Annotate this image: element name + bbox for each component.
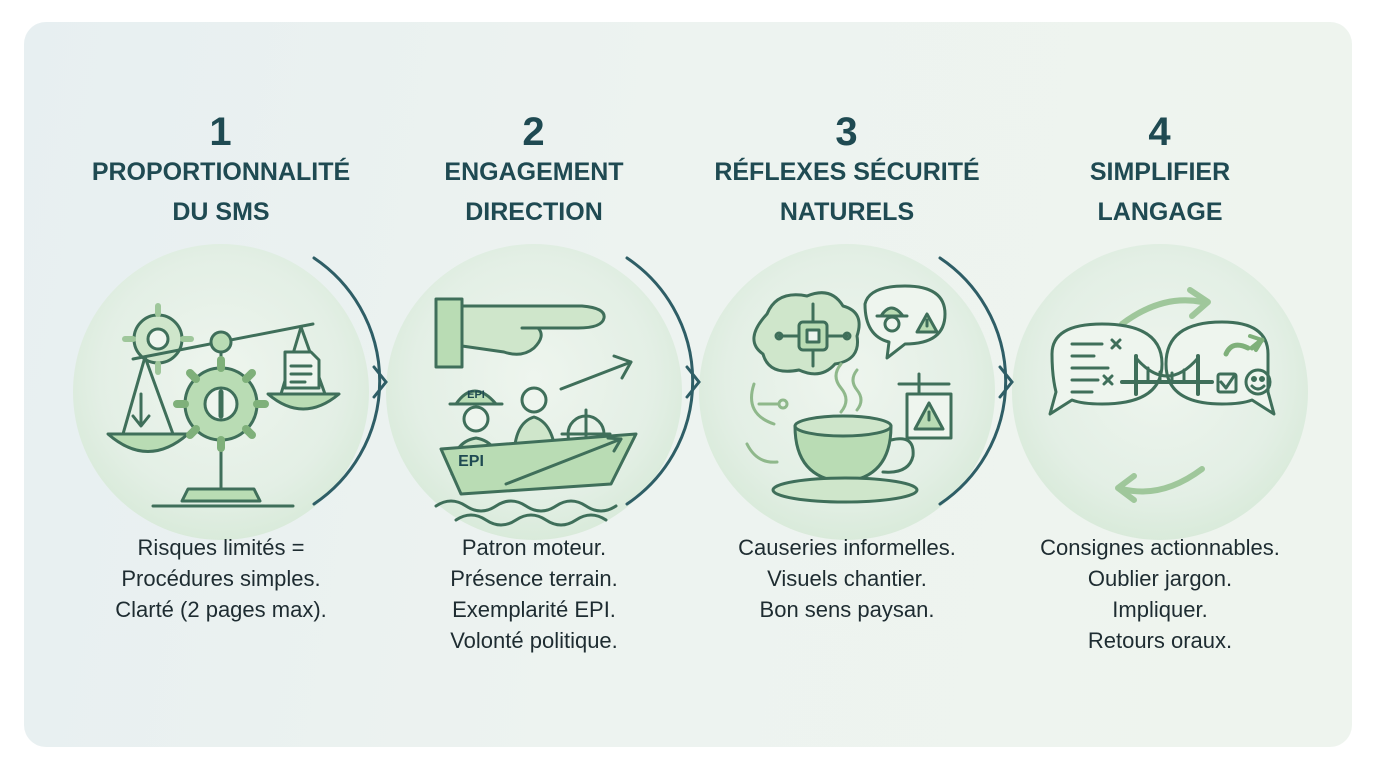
step-description: Causeries informelles. Visuels chantier.… xyxy=(672,532,1022,625)
description-line: Volonté politique. xyxy=(450,628,618,653)
step-title-line: DU SMS xyxy=(172,198,270,226)
boat-label: EPI xyxy=(458,453,484,470)
step-3: 3 RÉFLEXES SÉCURITÉ NATURELS xyxy=(682,22,1012,747)
helmet-label: EPI xyxy=(467,389,485,401)
step-number: 4 xyxy=(1148,110,1172,154)
description-line: Bon sens paysan. xyxy=(759,597,935,622)
step-title-line: DIRECTION xyxy=(465,198,603,226)
description-line: Risques limités = xyxy=(137,535,305,560)
description-line: Clarté (2 pages max). xyxy=(115,597,327,622)
step-icon-circle xyxy=(73,244,369,540)
step-title-line: PROPORTIONNALITÉ xyxy=(91,158,351,186)
step-title: SIMPLIFIER LANGAGE xyxy=(995,152,1325,232)
description-line: Patron moteur. xyxy=(461,535,607,560)
step-number: 3 xyxy=(835,110,859,154)
step-description: Patron moteur. Présence terrain. Exempla… xyxy=(359,532,709,656)
step-description: Risques limités = Procédures simples. Cl… xyxy=(46,532,396,625)
step-title-line: LANGAGE xyxy=(1097,198,1223,226)
description-line: Causeries informelles. xyxy=(738,535,956,560)
brain-coffee-speech-bubble-icon xyxy=(745,284,953,504)
description-line: Impliquer. xyxy=(1112,597,1208,622)
description-line: Visuels chantier. xyxy=(767,566,927,591)
description-line: Retours oraux. xyxy=(1087,628,1233,653)
description-line: Exemplarité EPI. xyxy=(452,597,616,622)
step-icon-circle xyxy=(1012,244,1308,540)
step-icon-circle xyxy=(699,244,995,540)
step-number: 1 xyxy=(209,110,233,154)
step-title-line: RÉFLEXES SÉCURITÉ xyxy=(714,158,980,186)
step-2: 2 ENGAGEMENT DIRECTION xyxy=(369,22,699,747)
step-title-line: SIMPLIFIER xyxy=(1089,158,1231,186)
step-title: PROPORTIONNALITÉ DU SMS xyxy=(56,152,386,232)
scales-gears-document-icon xyxy=(106,303,341,508)
speech-bubbles-bridge-icon xyxy=(1048,287,1276,503)
step-number: 2 xyxy=(522,110,546,154)
step-description: Consignes actionnables. Oublier jargon. … xyxy=(985,532,1335,656)
step-4: 4 SIMPLIFIER LANGAGE xyxy=(995,22,1325,747)
diagram-panel: 1 PROPORTIONNALITÉ DU SMS xyxy=(24,22,1352,747)
description-line: Procédures simples. xyxy=(121,566,321,591)
description-line: Présence terrain. xyxy=(450,566,618,591)
step-title-line: ENGAGEMENT xyxy=(444,158,624,186)
pointing-hand-boat-helmet-icon: EPI EPI xyxy=(434,297,638,527)
step-title: ENGAGEMENT DIRECTION xyxy=(369,152,699,232)
step-1: 1 PROPORTIONNALITÉ DU SMS xyxy=(56,22,386,747)
description-line: Consignes actionnables. xyxy=(1040,535,1280,560)
description-line: Oublier jargon. xyxy=(1087,566,1233,591)
step-title: RÉFLEXES SÉCURITÉ NATURELS xyxy=(682,152,1012,232)
step-icon-circle: EPI EPI xyxy=(386,244,682,540)
step-title-line: NATURELS xyxy=(779,198,915,226)
